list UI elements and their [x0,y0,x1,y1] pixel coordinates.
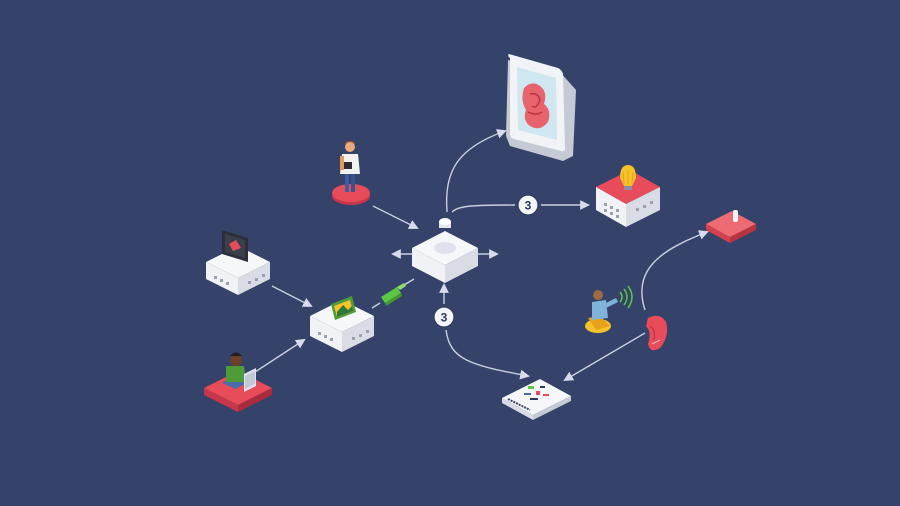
badge-top-label: 3 [525,199,532,213]
badge-bottom: 3 [433,306,455,328]
connector-badge-to-doc [445,329,530,380]
plug-icon [381,283,406,306]
connector-plug-to-hub [403,278,415,286]
connectors [254,129,709,381]
connector-laptop-to-mid [254,338,306,373]
organ-icon [646,315,668,351]
document-icon [507,386,549,411]
connector-organ-to-doc [563,332,646,381]
hub-node[interactable] [412,218,478,283]
signal-waves-icon [619,285,633,309]
processing-node [310,296,374,352]
monitor-node [206,230,270,295]
connector-organ-to-redbox [641,230,709,311]
signal-user-node [585,285,633,333]
badge-top: 3 [517,194,539,216]
document-node [502,379,571,420]
connector-hub-to-bulb-box [451,205,588,212]
badge-bottom-label: 3 [441,311,448,325]
laptop-user-icon [222,352,256,392]
person-node [332,141,370,205]
image-card-icon [331,296,356,320]
connector-hub-to-tablet [445,129,507,213]
laptop-user-node [204,352,272,412]
stomach-scan-tablet-icon [506,54,576,161]
lightbulb-icon [620,165,636,190]
connector-person-to-hub [372,205,419,229]
hub-node-icon [434,218,456,254]
monitor-icon [222,230,248,262]
connector-monitor-to-mid [271,285,313,307]
lightbulb-node [596,165,660,227]
red-sensor-node [706,210,756,243]
person-icon [340,141,360,192]
connector-mid-to-plug [371,302,381,309]
